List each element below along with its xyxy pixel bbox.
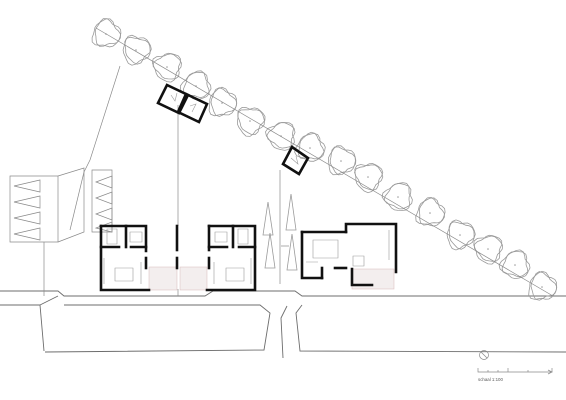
tree-trunk <box>166 66 168 68</box>
tree-trunk <box>221 102 223 104</box>
tree-canopy <box>381 182 412 211</box>
tree-canopy <box>266 122 295 149</box>
tree-canopy <box>208 86 238 117</box>
tree-canopy <box>501 249 531 278</box>
tree-canopy <box>530 271 557 301</box>
parking-area <box>9 167 113 296</box>
tree-canopy <box>152 52 182 80</box>
tree-canopy <box>473 235 503 265</box>
tree-trunk <box>309 147 311 149</box>
access-paths <box>69 65 289 296</box>
tree-canopy <box>94 18 122 47</box>
tree-unit-pair <box>156 83 209 124</box>
tree-canopy <box>354 164 384 194</box>
tree-row-axis <box>95 27 554 297</box>
tree-canopy <box>237 107 266 136</box>
tree-canopy <box>354 163 384 191</box>
tree-unit-single <box>281 145 310 176</box>
scale-label: schaal 1:100 <box>478 377 503 382</box>
house-1 <box>99 224 179 292</box>
tree-trunk <box>487 248 489 250</box>
scale-bar <box>477 368 553 375</box>
tree-trunk <box>429 212 431 214</box>
tree-canopy <box>124 36 152 65</box>
tree-trunk <box>514 264 516 266</box>
house-2 <box>179 224 257 292</box>
tree-canopy <box>237 106 265 137</box>
tree-canopy <box>473 234 503 262</box>
tree-canopy <box>91 18 121 48</box>
house-3 <box>300 222 398 290</box>
tree-trunk <box>367 176 369 178</box>
tree-trunk <box>340 160 342 162</box>
tree-trunk <box>397 196 399 198</box>
tree-canopy <box>183 70 212 99</box>
tree-trunk <box>541 286 543 288</box>
tree-row <box>91 18 558 301</box>
tree-trunk <box>135 49 137 51</box>
tree-canopy <box>122 34 151 66</box>
tree-canopy <box>265 122 296 151</box>
tree-canopy <box>498 251 529 280</box>
conifer-trees <box>262 193 298 271</box>
tree-canopy <box>448 221 476 250</box>
tree-trunk <box>459 234 461 236</box>
tree-canopy <box>329 146 357 176</box>
tree-canopy <box>415 197 445 227</box>
tree-canopy <box>210 87 238 117</box>
tree-canopy <box>528 270 558 300</box>
tree-canopy <box>418 196 446 226</box>
north-arrow-icon <box>479 350 489 360</box>
tree-canopy <box>327 145 356 176</box>
tree-canopy <box>383 182 413 210</box>
road-outline <box>0 290 566 359</box>
tree-trunk <box>249 120 251 122</box>
